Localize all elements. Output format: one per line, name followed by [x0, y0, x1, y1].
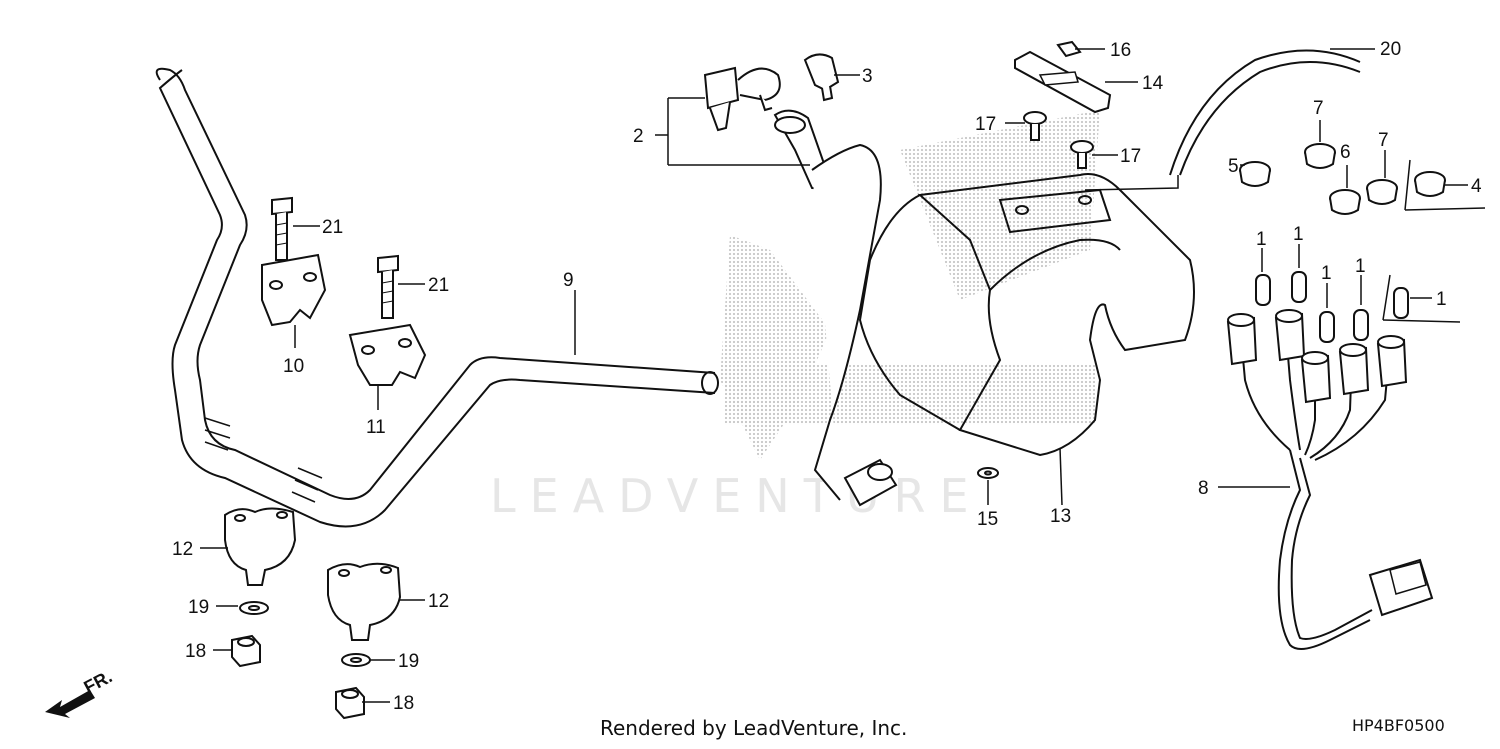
bracket-line [1382, 274, 1391, 321]
ignition-switch-cap[interactable] [803, 53, 840, 102]
footer-rendered-by: Rendered by LeadVenture, Inc. [600, 716, 908, 740]
nut-2[interactable] [335, 686, 365, 720]
callout-18: 18 [185, 641, 206, 662]
flange-bolt[interactable] [271, 196, 293, 261]
callout-1: 1 [1321, 263, 1332, 284]
callout-14: 14 [1142, 73, 1164, 94]
watermark-logo [720, 110, 1100, 460]
callout-12: 12 [428, 591, 449, 612]
callout-20: 20 [1380, 39, 1401, 60]
rubber-socket-5[interactable] [1414, 171, 1446, 197]
bulb-5[interactable] [1393, 287, 1409, 319]
callout-10: 10 [283, 356, 304, 377]
callout-19: 19 [398, 651, 419, 672]
callout-labels: 21 21 10 11 9 12 12 19 19 18 18 2 3 13 1… [172, 39, 1482, 714]
callout-19: 19 [188, 597, 209, 618]
bulb[interactable] [1255, 274, 1271, 306]
harness-socket[interactable] [1226, 313, 1258, 366]
callout-17: 17 [975, 114, 996, 135]
handlebar-holder-lower[interactable] [224, 507, 297, 586]
harness-socket-4[interactable] [1338, 343, 1370, 396]
ignition-switch-key[interactable] [703, 66, 882, 501]
callout-16: 16 [1110, 40, 1131, 61]
callout-15: 15 [977, 509, 998, 530]
callout-7: 7 [1378, 130, 1389, 151]
rubber-socket[interactable] [1239, 161, 1271, 187]
harness-socket-5[interactable] [1376, 335, 1408, 388]
callout-3: 3 [862, 66, 873, 87]
bulb-3[interactable] [1319, 311, 1335, 343]
bracket-line [1382, 319, 1461, 323]
meter-panel[interactable] [1014, 50, 1112, 114]
tapping-screw-2[interactable] [1070, 140, 1094, 169]
rubber-socket-3[interactable] [1329, 189, 1361, 215]
callout-6: 6 [1340, 142, 1351, 163]
callout-5: 5 [1228, 156, 1239, 177]
callout-13: 13 [1050, 506, 1071, 527]
callout-1: 1 [1436, 289, 1447, 310]
leader-lines [200, 48, 1468, 703]
harness-socket-2[interactable] [1274, 309, 1306, 362]
callout-8: 8 [1198, 478, 1209, 499]
bulb-4[interactable] [1353, 309, 1369, 341]
washer[interactable] [239, 601, 269, 615]
breather-tube[interactable] [1169, 49, 1361, 176]
callout-4: 4 [1471, 176, 1482, 197]
callout-1: 1 [1355, 256, 1366, 277]
washer-2[interactable] [341, 653, 371, 667]
callout-21: 21 [322, 217, 343, 238]
rubber-socket-2[interactable] [1304, 143, 1336, 169]
nut[interactable] [231, 634, 261, 668]
callout-21: 21 [428, 275, 449, 296]
bracket-line [1404, 159, 1411, 211]
callout-7: 7 [1313, 98, 1324, 119]
flange-bolt-2[interactable] [377, 254, 399, 319]
rubber-socket-4[interactable] [1366, 179, 1398, 205]
callout-9: 9 [563, 270, 574, 291]
harness-connector[interactable] [1368, 558, 1434, 617]
handlebar-cover[interactable] [858, 173, 1195, 457]
harness-socket-3[interactable] [1300, 351, 1332, 404]
switch-connector[interactable] [843, 458, 898, 507]
callout-1: 1 [1256, 229, 1267, 250]
bracket-line [1404, 207, 1486, 211]
tapping-screw[interactable] [1023, 111, 1047, 141]
handlebar-holder-lower-2[interactable] [327, 562, 402, 641]
callout-17: 17 [1120, 146, 1141, 167]
callout-2: 2 [633, 126, 644, 147]
handlebar-holder-upper-2[interactable] [348, 323, 427, 386]
handlebar[interactable] [155, 67, 719, 528]
grommet[interactable] [977, 467, 999, 479]
callout-12: 12 [172, 539, 193, 560]
front-direction-arrow [45, 690, 95, 718]
meter-harness[interactable] [1239, 319, 1391, 650]
diagram-code: HP4BF0500 [1352, 716, 1445, 735]
callout-18: 18 [393, 693, 414, 714]
watermark-text: LEADVENTURE [490, 469, 983, 523]
handlebar-holder-upper[interactable] [261, 253, 327, 327]
callout-1: 1 [1293, 224, 1304, 245]
clip[interactable] [1056, 40, 1082, 58]
bulb-2[interactable] [1291, 271, 1307, 303]
callout-11: 11 [366, 417, 386, 438]
